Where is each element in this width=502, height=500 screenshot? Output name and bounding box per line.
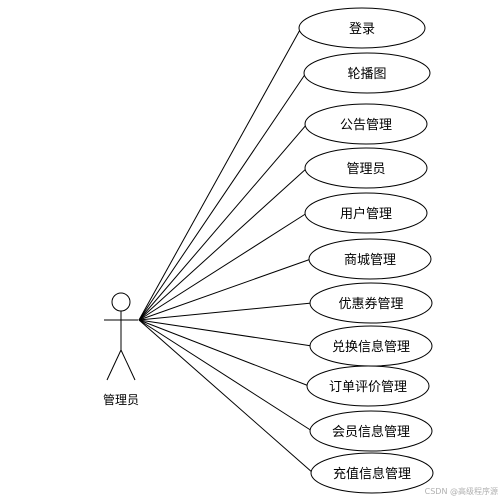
association-line [138,319,310,387]
use-case-label: 轮播图 [347,67,386,82]
use-case: 充值信息管理 [310,452,434,494]
association-line [138,212,308,321]
use-case: 订单评价管理 [306,365,430,407]
use-case-label: 订单评价管理 [329,380,407,395]
use-case: 兑换信息管理 [309,325,433,367]
association-line [138,27,302,321]
use-case: 商城管理 [308,238,432,280]
use-case: 公告管理 [304,103,428,145]
association-line [138,302,313,321]
actor-left-leg [106,349,122,381]
association-line [138,72,307,321]
association-line [138,123,308,321]
use-case-ellipse [308,238,432,280]
use-case-ellipse [303,52,431,94]
use-case: 登录 [298,7,426,49]
use-case-ellipse [306,365,430,407]
use-case-group: 登录轮播图公告管理管理员用户管理商城管理优惠券管理兑换信息管理订单评价管理会员信… [298,7,434,494]
use-case-label: 用户管理 [340,206,392,222]
actor-figure: 管理员 [103,292,139,407]
use-case: 轮播图 [303,52,431,94]
use-case: 管理员 [304,147,428,189]
use-case-label: 登录 [349,22,375,37]
use-case-label: 商城管理 [344,253,396,268]
use-case-label: 充值信息管理 [333,466,411,482]
association-line [138,319,314,474]
actor-right-leg [120,349,136,381]
use-case: 会员信息管理 [309,410,433,452]
use-case-ellipse [304,192,428,234]
use-case-ellipse [304,147,428,189]
use-case-label: 优惠券管理 [338,296,403,312]
actor-head [111,292,131,312]
use-case: 优惠券管理 [309,282,433,324]
use-case-label: 兑换信息管理 [332,339,410,355]
association-line [138,319,313,432]
association-lines [138,27,314,474]
association-line [138,258,312,321]
use-case-ellipse [298,7,426,49]
use-case-label: 会员信息管理 [332,424,410,440]
use-case-ellipse [309,282,433,324]
use-case: 用户管理 [304,192,428,234]
association-line [138,319,313,347]
use-case-label: 公告管理 [340,118,392,133]
actor-label: 管理员 [103,392,139,407]
use-case-ellipse [310,452,434,494]
use-case-ellipse [304,103,428,145]
use-case-label: 管理员 [346,162,385,177]
association-line [138,167,308,321]
use-case-ellipse [309,410,433,452]
watermark: CSDN @高级程序源 [424,487,498,496]
